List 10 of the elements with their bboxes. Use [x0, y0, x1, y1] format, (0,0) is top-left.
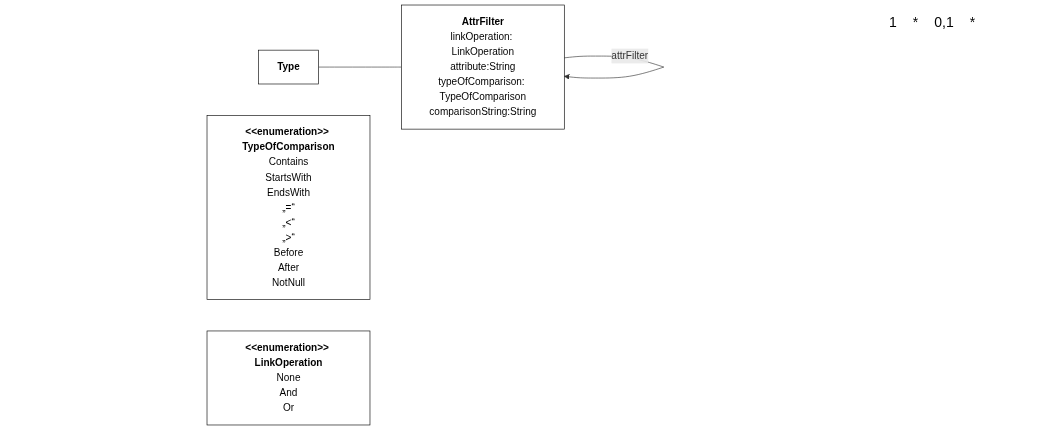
node-box: Type — [258, 49, 319, 85]
edge-label: attrFilter — [611, 50, 649, 62]
node-box: <<enumeration>> TypeOfComparison Contains StartsWith EndsWith „=“ „<“ „>“ Before After NotNull — [206, 115, 371, 300]
connector — [318, 66, 402, 68]
node-box: <<enumeration>> LinkOperation None And Or — [206, 330, 371, 426]
multiplicity-label: * — [912, 14, 919, 30]
multiplicity-label: * — [969, 14, 976, 30]
multiplicity-label: 1 — [889, 14, 897, 30]
multiplicity-label: 0,1 — [934, 14, 954, 30]
node-box: AttrFilter linkOperation: LinkOperation attribute:String typeOfComparison: TypeOfComparison comparisonString:String — [401, 4, 565, 130]
